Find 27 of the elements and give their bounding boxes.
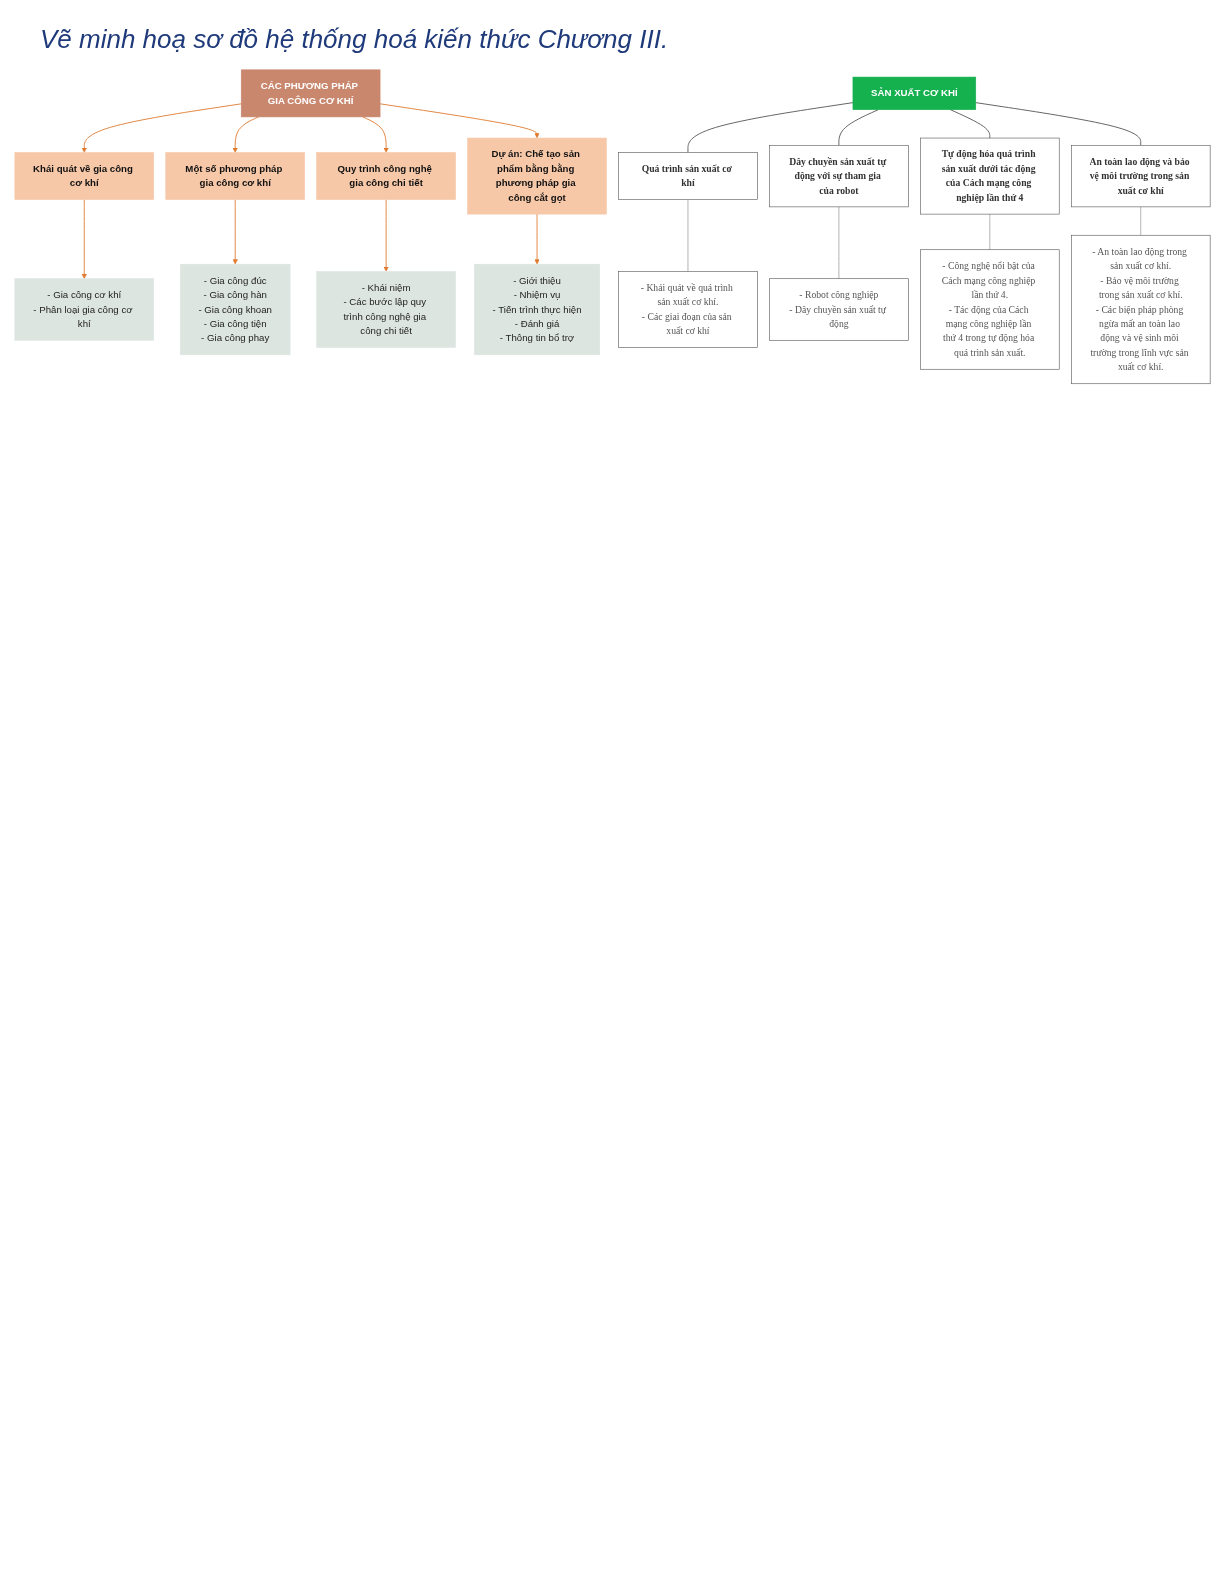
node-box: CÁC PHƯƠNG PHÁP GIA CÔNG CƠ KHÍ — [240, 69, 381, 118]
node-box: Khái quát về gia công cơ khí — [14, 152, 154, 200]
node-box: - Gia công đúc - Gia công hàn - Gia công khoan - Gia công tiện - Gia công phay — [180, 263, 291, 356]
connector — [687, 102, 854, 153]
node-box: - Robot công nghiệp - Dây chuyền sản xuất tự động — [769, 278, 909, 341]
node-box: Một số phương pháp gia công cơ khí — [165, 152, 305, 200]
node-box: An toàn lao động và bảo vệ môi trường trong sản xuất cơ khí — [1071, 145, 1211, 208]
connector — [975, 102, 1142, 146]
node-box: Dự án: Chế tạo sản phẩm bằng bằng phương pháp gia công cắt gọt — [467, 137, 607, 215]
node-box: - Giới thiệu - Nhiệm vụ - Tiến trình thực hiện - Đánh giá - Thông tin bổ trợ — [474, 263, 600, 356]
node-box: - Khái quát về quá trình sản xuất cơ khí. - Các giai đoạn của sản xuất cơ khí — [618, 271, 758, 348]
connector — [838, 206, 840, 280]
connector — [949, 109, 991, 139]
connector — [687, 199, 689, 272]
connector — [1140, 206, 1142, 236]
node-box: - Khái niệm - Các bước lập quy trình công nghệ gia công chi tiết — [316, 271, 456, 348]
connector — [989, 213, 991, 251]
node-box: Dây chuyền sản xuất tự động với sự tham gia của robot — [769, 145, 909, 208]
heading: Vẽ minh hoạ sơ đồ hệ thống hoá kiến thức Chương III. — [40, 24, 670, 55]
node-box: SẢN XUẤT CƠ KHÍ — [852, 76, 977, 110]
node-box: Tự động hóa quá trình sản xuất dưới tác động của Cách mạng công nghiệp lần thứ 4 — [920, 137, 1060, 215]
node-box: - An toàn lao động trong sản xuất cơ khí. - Bảo vệ môi trường trong sản xuất cơ khí. - Các biện pháp phòng ngừa mất an toàn lao động và vệ sinh môi trường trong lĩnh vực sản xuất cơ khí. — [1071, 234, 1211, 385]
node-box: Quy trình công nghệ gia công chi tiết — [316, 152, 456, 200]
node-box: - Gia công cơ khí - Phân loại gia công cơ khí — [14, 278, 154, 341]
connector — [838, 109, 879, 146]
node-box: Quá trình sản xuất cơ khí — [618, 152, 758, 200]
node-box: - Công nghệ nổi bật của Cách mạng công nghiệp lần thứ 4. - Tác động của Cách mạng công nghiệp lần thứ 4 trong tự động hóa quá trình sản xuất. — [920, 249, 1060, 370]
